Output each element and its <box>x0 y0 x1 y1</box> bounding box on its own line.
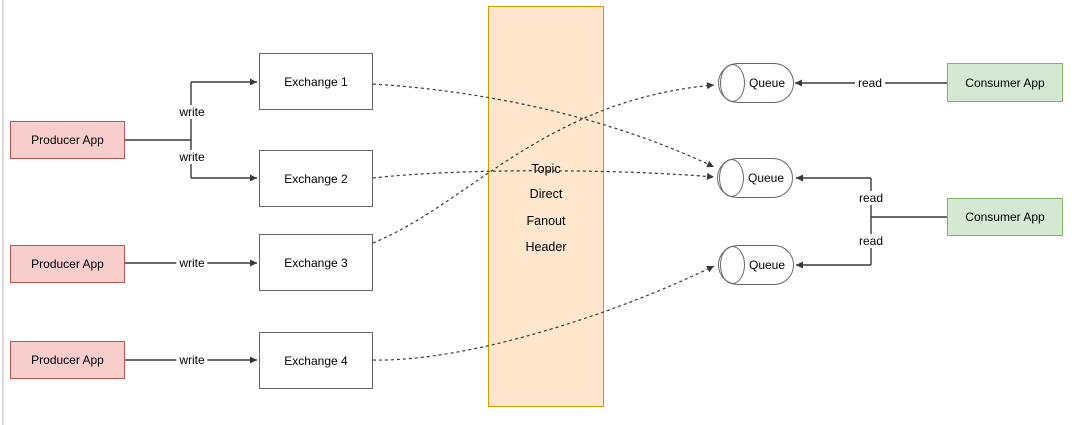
edge-exchange4-queue3 <box>372 265 715 361</box>
consumer-app-2-label: Consumer App <box>965 210 1045 224</box>
canvas-left-edge <box>2 0 4 425</box>
exchange-3-label: Exchange 3 <box>284 255 348 270</box>
queue-2: Queue <box>717 158 793 198</box>
exchange-type-header: Header <box>525 240 567 254</box>
producer-app-1: Producer App <box>10 121 125 159</box>
write-label-1: write <box>176 105 208 119</box>
exchange-4: Exchange 4 <box>259 332 373 389</box>
exchange-type-direct: Direct <box>529 187 563 201</box>
consumer-app-2: Consumer App <box>947 198 1063 236</box>
write-label-4: write <box>176 353 208 367</box>
edge-exchange1-queue2 <box>372 83 715 168</box>
exchange-type-panel: Topic Direct Fanout Header <box>488 6 604 407</box>
producer-app-2: Producer App <box>10 245 125 283</box>
exchange-type-topic: Topic <box>531 162 561 176</box>
producer-app-2-label: Producer App <box>31 257 104 271</box>
consumer-app-1-label: Consumer App <box>965 75 1045 90</box>
edge-exchange3-queue1 <box>372 82 715 244</box>
exchange-1: Exchange 1 <box>259 53 373 110</box>
producer-app-3-label: Producer App <box>31 353 104 367</box>
queue-3-label: Queue <box>748 258 786 272</box>
exchange-2: Exchange 2 <box>259 150 373 207</box>
write-label-2: write <box>176 150 208 164</box>
exchange-3: Exchange 3 <box>259 234 373 291</box>
consumer-app-1: Consumer App <box>947 63 1063 102</box>
read-label-1: read <box>854 76 886 90</box>
producer-app-1-label: Producer App <box>31 133 104 147</box>
queue-1-cylinder-cap <box>720 64 745 102</box>
producer-app-3: Producer App <box>10 341 125 379</box>
queue-2-cylinder-cap <box>719 159 744 197</box>
edge-exchange2-queue2 <box>372 170 715 180</box>
queue-1: Queue <box>718 63 794 103</box>
write-label-3: write <box>176 256 208 270</box>
read-label-3: read <box>855 234 887 248</box>
exchange-type-fanout: Fanout <box>526 214 566 228</box>
queue-1-label: Queue <box>748 76 786 90</box>
read-label-2: read <box>855 191 887 205</box>
queue-2-label: Queue <box>747 171 785 185</box>
exchange-1-label: Exchange 1 <box>284 74 348 89</box>
queue-3: Queue <box>718 245 794 285</box>
queue-3-cylinder-cap <box>720 246 745 284</box>
exchange-2-label: Exchange 2 <box>284 171 348 186</box>
exchange-4-label: Exchange 4 <box>284 353 348 368</box>
